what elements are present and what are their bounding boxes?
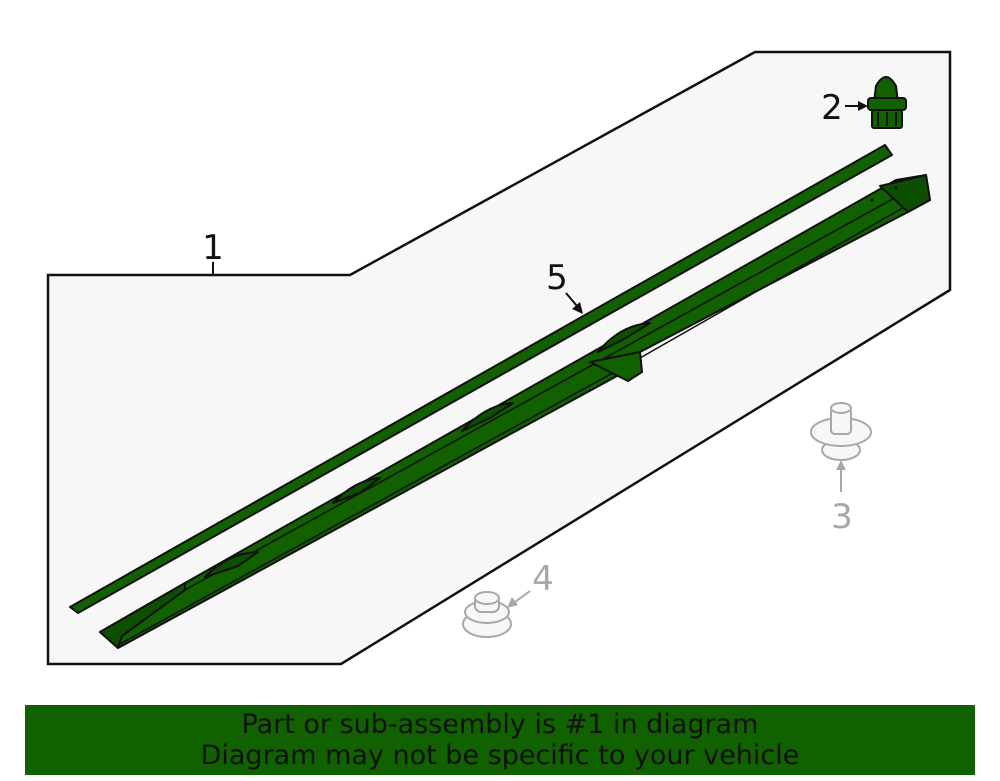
part-5-molding-strip: [69, 144, 893, 614]
callout-2-arrowhead: [858, 101, 868, 111]
info-banner: Part or sub-assembly is #1 in diagram Di…: [25, 705, 975, 775]
callout-5-arrowhead: [572, 302, 583, 314]
callout-5-leader: [565, 292, 578, 307]
part-1-rocker-panel: [99, 174, 931, 649]
callout-3-arrowhead: [836, 460, 846, 470]
banner-line-2: Diagram may not be specific to your vehi…: [200, 740, 800, 771]
callout-4-arrowhead: [507, 597, 518, 608]
banner-line-1: Part or sub-assembly is #1 in diagram: [241, 709, 759, 740]
callout-4-label: 4: [532, 559, 554, 599]
callout-3-label: 3: [831, 497, 853, 537]
callout-1-label: 1: [202, 228, 224, 268]
callout-4-leader: [514, 590, 531, 603]
callout-2-label: 2: [821, 88, 843, 128]
grey-rivet-clip-icon: [810, 402, 872, 461]
assembly-outline-panel: [46, 50, 952, 666]
pushpin-clip-icon: [867, 76, 907, 129]
grey-push-retainer-icon: [462, 591, 512, 638]
callout-5-label: 5: [546, 258, 568, 298]
